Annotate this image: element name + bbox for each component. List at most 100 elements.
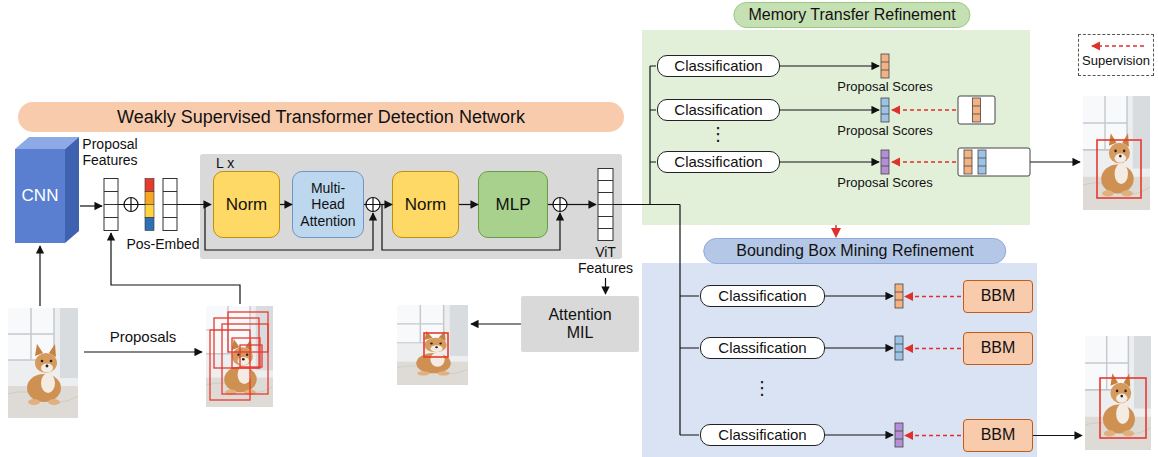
- refinement-panel: ClassificationBBMClassificationBBMClassi…: [642, 263, 1037, 457]
- classification-box: Classification: [700, 337, 825, 358]
- node-text: BBM: [981, 339, 1016, 357]
- score-vector: [881, 150, 889, 174]
- supervision-arrow: [892, 161, 956, 162]
- score-vector: [895, 344, 903, 352]
- feature-vector: [104, 179, 118, 231]
- wire: [80, 205, 102, 206]
- wire: [825, 434, 893, 435]
- box-overlay: [210, 330, 250, 400]
- supervision-arrow: [835, 225, 837, 237]
- box-overlay: [210, 140, 1146, 438]
- score-vector: [895, 336, 903, 360]
- classification-box: Classification: [700, 285, 825, 306]
- label-slot: ⋮: [709, 124, 727, 145]
- dog-photo: [397, 305, 468, 385]
- wire: [40, 66, 1082, 436]
- score-vector: [881, 54, 889, 78]
- classification-box: Classification: [657, 55, 780, 76]
- node-text: Classification: [718, 426, 806, 443]
- supervision-arrow: [892, 109, 956, 110]
- cnn-cube: CNN: [15, 137, 79, 243]
- score-vector: [973, 98, 981, 122]
- flow-arrow: [280, 204, 292, 205]
- wire: [780, 65, 879, 66]
- node-text: Classification: [718, 287, 806, 304]
- score-vector: [895, 423, 903, 447]
- diagram-label: Proposal Scores: [837, 124, 932, 139]
- bbm-box: BBM: [963, 332, 1033, 365]
- wire: [548, 204, 553, 205]
- box-overlay: [1097, 140, 1141, 198]
- norm-box: Norm: [392, 171, 459, 238]
- panel-title-slot: Bounding Box Mining Refinement: [703, 238, 1006, 264]
- position-embedding: [145, 218, 154, 231]
- legend-line: [1092, 45, 1144, 46]
- memory-box: [958, 96, 1030, 176]
- box-overlay: [1100, 378, 1146, 438]
- node-text: BBM: [981, 426, 1016, 444]
- legend-item: Supervision: [1082, 41, 1150, 69]
- wire: [613, 66, 680, 205]
- diagram-label: ⋮: [709, 124, 727, 145]
- wire: [1030, 161, 1080, 162]
- norm-box: Norm: [213, 171, 280, 238]
- node-text: Attention MIL: [539, 306, 621, 343]
- node-text: L x: [216, 155, 234, 171]
- memory-box: [958, 148, 1030, 176]
- position-embedding: [145, 192, 154, 205]
- node-text: Classification: [674, 101, 762, 118]
- mil-box: Attention MIL: [521, 296, 639, 352]
- dog-photo: [8, 308, 78, 418]
- sum-symbol: [124, 198, 138, 212]
- refinement-panel: ClassificationClassificationClassificati…: [642, 30, 1030, 225]
- label-slot: Proposal Scores: [837, 124, 932, 139]
- dog-photo: [206, 306, 273, 407]
- label-slot: Proposal Scores: [837, 176, 932, 191]
- sum-symbol: [124, 198, 138, 212]
- wire: [39, 246, 40, 306]
- score-vector: [964, 158, 972, 166]
- box-overlay: [232, 338, 260, 368]
- diagram-label: ⋮: [753, 378, 771, 399]
- sum-symbol: [366, 198, 380, 212]
- wire: [471, 323, 521, 324]
- diagram-label: Proposal Scores: [837, 80, 932, 95]
- label-slot: ⋮: [753, 378, 771, 399]
- classification-box: Classification: [657, 151, 780, 172]
- attention-box: Multi-Head Attention: [292, 171, 364, 238]
- box-overlay: [240, 345, 262, 367]
- node-text: BBM: [981, 287, 1016, 305]
- cube-face: [15, 149, 65, 243]
- dog-photo: [8, 96, 1151, 450]
- panel-title-slot: Memory Transfer Refinement: [733, 2, 970, 28]
- score-vector: [881, 106, 889, 114]
- legend-sample: [1086, 41, 1146, 51]
- wire: [1033, 435, 1082, 436]
- score-vector: [881, 98, 889, 122]
- diagram-label: ViT Features: [574, 244, 638, 276]
- node-text: Norm: [405, 195, 447, 215]
- supervision-arrow: [892, 110, 961, 436]
- label-slot: Proposal Scores: [837, 80, 932, 95]
- node-text: CNN: [22, 186, 59, 206]
- node-text: Classification: [674, 57, 762, 74]
- position-embedding: [145, 179, 154, 231]
- supervision-arrow: [905, 435, 961, 436]
- memory-box: [958, 96, 995, 124]
- feature-vector: [163, 179, 177, 231]
- score-vector: [895, 431, 903, 439]
- node-text: Classification: [674, 153, 762, 170]
- wire: [205, 205, 373, 251]
- legend-text: Supervision: [1082, 54, 1150, 69]
- sum-symbol: [553, 198, 567, 212]
- sum-symbol: [366, 198, 380, 212]
- dog-photo: [1083, 96, 1150, 210]
- feature-vector: [163, 192, 177, 218]
- label-slot: Proposal Features: [78, 136, 142, 168]
- bbm-box: BBM: [963, 280, 1033, 313]
- flow-arrow: [459, 204, 478, 205]
- node-text: Classification: [718, 339, 806, 356]
- wire: [605, 278, 606, 294]
- label-slot: Pos-Embed: [126, 236, 199, 252]
